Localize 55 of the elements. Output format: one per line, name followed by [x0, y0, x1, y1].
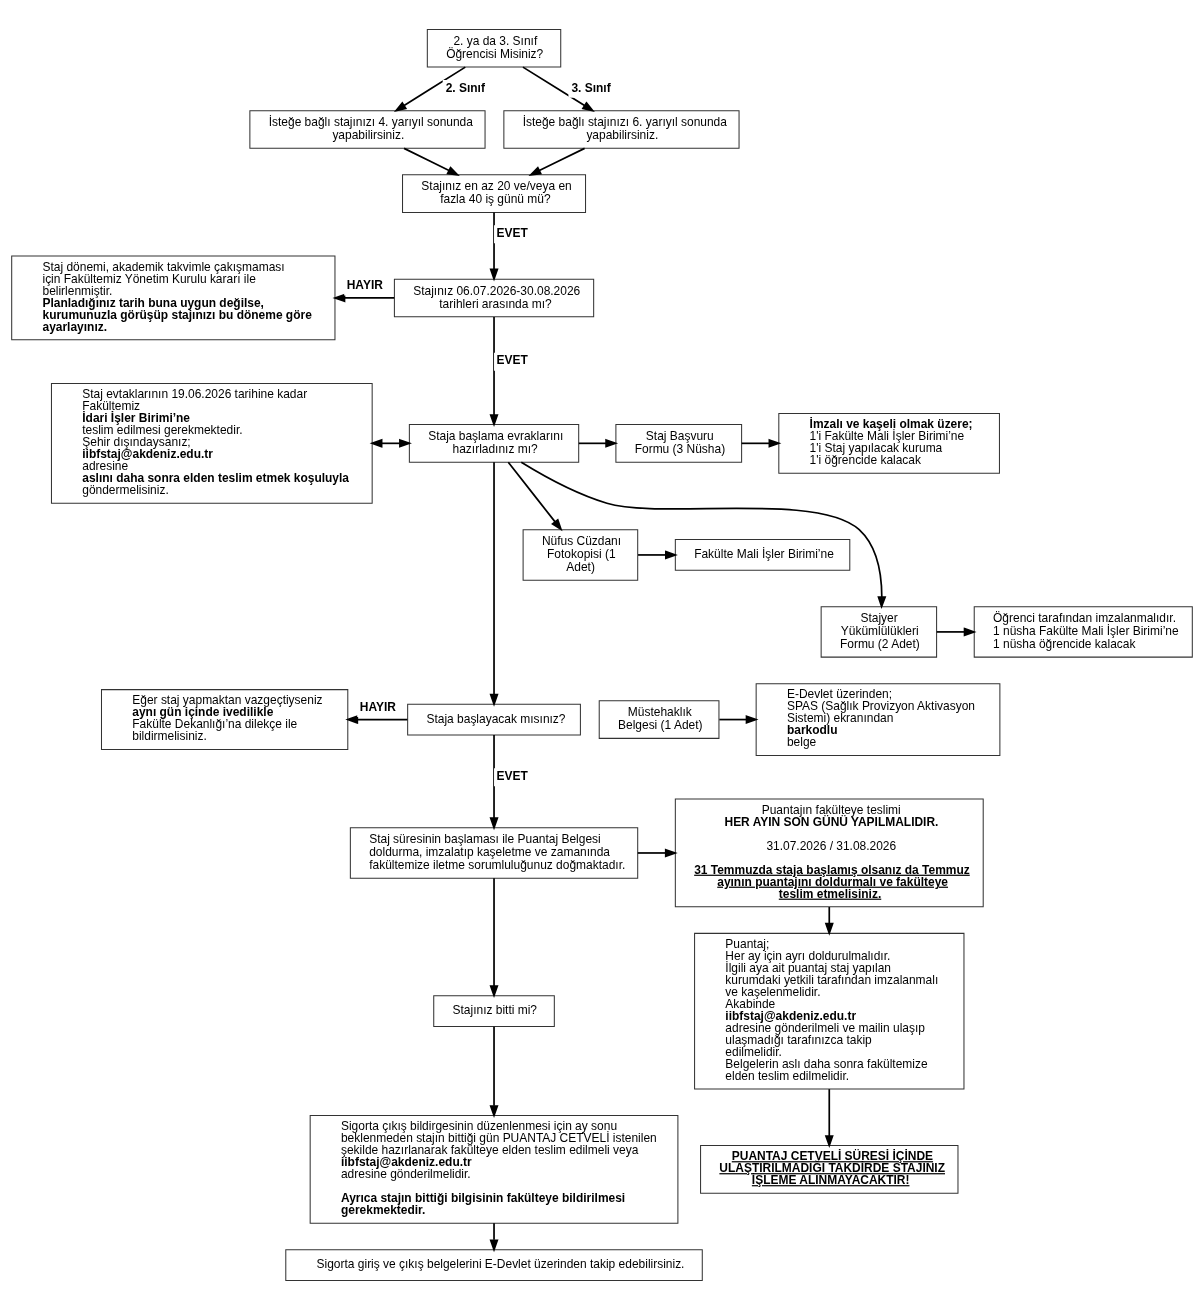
node-box: Nüfus Cüzdanı Fotokopisi (1 Adet) [522, 529, 639, 581]
node-box: Staj evtaklarının 19.06.2026 tarihine kadar Fakültemiz İdari İşler Birimi’ne teslim edilmesi gerekmektedir. Şehir dışındaysanız; iibfstaj@akdeniz.edu.tr adresine aslını daha sonra elden teslim etmek koşuluyla göndermelisiniz. [50, 382, 373, 504]
edge-label: HAYIR [359, 699, 396, 714]
edge-label: 2. Sınıf [445, 80, 485, 95]
node-box: Sigorta giriş ve çıkış belgelerini E-Devlet üzerinden takip edebilirsiniz. [285, 1249, 703, 1282]
arrow [637, 550, 678, 560]
node-box: E-Devlet üzerinden; SPAS (Sağlık Provizyon Aktivasyon Sistemi) ekranından barkodlu belge [755, 683, 1001, 756]
node-box: Stajınız 06.07.2026-30.08.2026 tarihleri arasında mı? [393, 278, 595, 318]
arrow [489, 461, 499, 707]
edge-label: EVET [496, 769, 528, 784]
node-box: Puantaj; Her ay için ayrı doldurulmalıdır. İlgili aya ait puantaj staj yapılan kurumdaki yetkili tarafından imzalanmalı ve kaşelenmelidir. Akabinde iibfstaj@akdeniz.edu.tr adresine gönderilmeli ve mailin ulaşıp ulaşmadığı tarafınızca takip edilmelidir. Belgelerin aslı daha sonra fakültemize elden teslim edilmelidir. [694, 932, 965, 1090]
node-box: Staj süresinin başlaması ile Puantaj Belgesi doldurma, imzalatıp kaşeletme ve zamanında fakültemize iletme sorumluluğunuz doğmaktadır. [349, 827, 639, 879]
arrow [740, 438, 782, 448]
edge-label: HAYIR [346, 278, 383, 293]
arrow [489, 211, 499, 282]
arrow [577, 438, 619, 448]
arrow [489, 316, 499, 428]
node-box: Fakülte Mali İşler Birimi’ne [674, 539, 851, 571]
arrow [369, 438, 412, 448]
node-box: Müstehaklık Belgesi (1 Adet) [598, 700, 720, 739]
node-box: Staj dönemi, akademik takvimle çakışmaması için Fakültemiz Yönetim Kurulu kararı ile belirlenmiştir. Planladığınız tarih buna uygun değilse, kurumunuzla görüşüp stajınızı bu döneme göre ayarlayınız. [11, 255, 336, 341]
arrow [522, 66, 595, 113]
arrow [636, 848, 678, 858]
arrow [345, 715, 409, 725]
arrow [935, 627, 977, 637]
node-box: İmzalı ve kaşeli olmak üzere; 1'i Fakülte Mali İşler Birimi’ne 1'i Staj yapılacak kuruma 1'i öğrencide kalacak [778, 412, 1000, 474]
node-box: Staja başlayacak mısınız? [407, 703, 581, 736]
node-box: İsteğe bağlı stajınızı 6. yarıyıl sonunda yapabilirsiniz. [503, 110, 740, 149]
arrow [824, 1088, 834, 1148]
arrow [489, 1222, 499, 1253]
node-box: Stajınız en az 20 ve/veya en fazla 40 iş günü mü? [402, 174, 587, 213]
arrow [507, 461, 563, 532]
node-box: Staj Başvuru Formu (3 Nüsha) [615, 424, 743, 463]
edge-label: EVET [496, 225, 528, 240]
node-box: Stajyer Yükümlülükleri Formu (2 Adet) [820, 606, 938, 658]
arrow [718, 715, 759, 725]
edge-label: EVET [496, 353, 528, 368]
arrow [403, 147, 460, 176]
node-box: Öğrenci tarafından imzalanmalıdır. 1 nüsha Fakülte Mali İşler Birimi’ne 1 nüsha öğrencide kalacak [973, 606, 1193, 658]
arrow [489, 877, 499, 999]
node-box: Eğer staj yapmaktan vazgeçtiyseniz aynı gün içinde ivedilikle Fakülte Dekanlığı’na dilekçe ile bildirmelisiniz. [100, 689, 349, 750]
node-box: Stajınız bitti mi? [433, 995, 555, 1028]
node-box: 2. ya da 3. Sınıf Öğrencisi Misiniz? [426, 28, 562, 68]
arrow [489, 1025, 499, 1119]
node-box: Staja başlama evraklarını hazırladınız mı? [408, 424, 580, 463]
arrow [528, 147, 586, 176]
node-box: PUANTAJ CETVELİ SÜRESİ İÇİNDE ULAŞTIRILMADIĞI TAKDİRDE STAJINIZ İŞLEME ALINMAYACAKTIR! [700, 1144, 959, 1194]
arrow [393, 66, 467, 113]
arrow [489, 734, 499, 831]
arrow [332, 293, 396, 303]
node-box: Sigorta çıkış bildirgesinin düzenlenmesi için ay sonu beklenmeden stajın bittiği gün PUANTAJ CETVELİ istenilen şekilde hazırlanarak fakülteye elden teslim edilmeli veya iibfstaj@akdeniz.edu.tr adresine gönderilmelidir. Ayrıca stajın bittiği bilgisinin fakülteye bildirilmesi gerekmektedir. [309, 1115, 679, 1224]
arrow [824, 906, 834, 936]
edge-label: 3. Sınıf [571, 80, 611, 95]
node-box: İsteğe bağlı stajınızı 4. yarıyıl sonunda yapabilirsiniz. [249, 110, 486, 149]
node-box: Puantajın fakülteye teslimi HER AYIN SON GÜNÜ YAPILMALIDIR. 31.07.2026 / 31.08.2026 31 Temmuzda staja başlamış olsanız da Temmuz ayının puantajını doldurmalı ve fakülteye teslim etmelisiniz. [674, 798, 984, 908]
